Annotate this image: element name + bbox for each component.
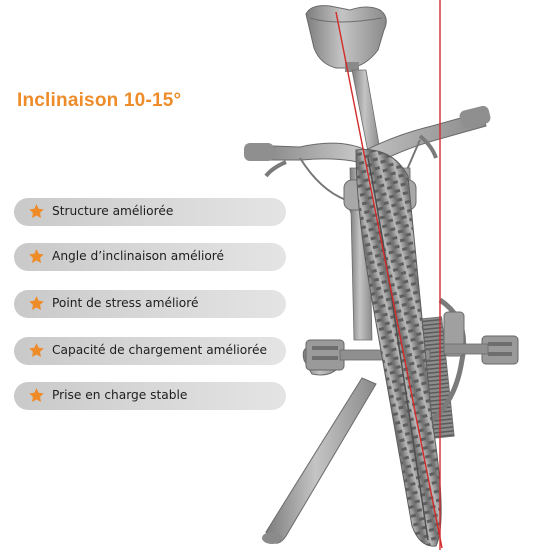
star-icon [29,204,44,218]
feature-label: Structure améliorée [52,204,174,218]
feature-pill-angle: Angle d’inclinaison amélioré [14,243,286,271]
feature-pill-stress-point: Point de stress amélioré [14,290,286,318]
star-icon [29,388,44,402]
feature-pill-structure: Structure améliorée [14,198,286,226]
feature-pill-load-capacity: Capacité de chargement améliorée [14,337,286,365]
feature-label: Angle d’inclinaison amélioré [52,249,225,263]
feature-label: Capacité de chargement améliorée [52,343,268,357]
feature-pill-stable-support: Prise en charge stable [14,382,286,410]
feature-label: Prise en charge stable [52,388,188,402]
star-icon [29,343,44,357]
star-icon [29,249,44,263]
feature-label: Point de stress amélioré [52,296,199,310]
star-icon [29,296,44,310]
page-title: Inclinaison 10-15° [17,90,182,111]
